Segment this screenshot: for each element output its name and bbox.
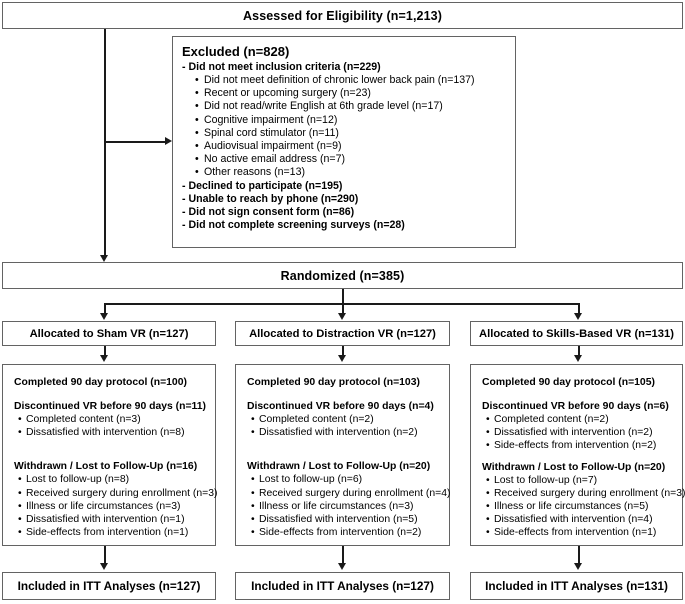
arrowhead-randomized-to-arm-3 — [574, 313, 582, 320]
excluded-box: Excluded (n=828) - Did not meet inclusio… — [172, 36, 516, 248]
assessed-for-eligibility-box: Assessed for Eligibility (n=1,213) — [2, 2, 683, 29]
randomized-box: Randomized (n=385) — [2, 262, 683, 289]
connector-assessed-to-excluded — [105, 141, 165, 143]
connector-allocation-to-followup-3 — [578, 346, 580, 358]
discontinued-item: Dissatisfied with intervention (n=8) — [14, 426, 206, 439]
arrowhead-allocation-to-followup-2 — [338, 355, 346, 362]
allocation-box-distraction-vr: Allocated to Distraction VR (n=127) — [235, 321, 450, 346]
withdrawn-item: Dissatisfied with intervention (n=1) — [14, 513, 206, 526]
arrowhead-followup-to-itt-3 — [574, 563, 582, 570]
arrowhead-assessed-to-excluded — [165, 137, 172, 145]
withdrawn-item: Illness or life circumstances (n=3) — [14, 500, 206, 513]
withdrawn-heading: Withdrawn / Lost to Follow-Up (n=20) — [482, 461, 666, 473]
followup-content: Completed 90 day protocol (n=105) Discon… — [471, 365, 685, 546]
allocation-label: Allocated to Distraction VR (n=127) — [249, 327, 436, 340]
itt-box-skills-based-vr: Included in ITT Analyses (n=131) — [470, 572, 683, 600]
excluded-heading: Excluded (n=828) — [182, 44, 290, 59]
spacer — [482, 389, 673, 400]
excluded-reason-item: Spinal cord stimulator (n=11) — [182, 127, 506, 140]
arrowhead-randomized-to-arm-1 — [100, 313, 108, 320]
withdrawn-item: Side-effects from intervention (n=2) — [247, 526, 440, 539]
excluded-reason-item: No active email address (n=7) — [182, 153, 506, 166]
connector-followup-to-itt-2 — [342, 546, 344, 566]
followup-content: Completed 90 day protocol (n=100) Discon… — [3, 365, 217, 545]
itt-box-sham-vr: Included in ITT Analyses (n=127) — [2, 572, 216, 600]
excluded-group-label: - Declined to participate (n=195) — [182, 179, 343, 192]
arrowhead-randomized-to-arm-2 — [338, 313, 346, 320]
connector-randomized-to-arm-3 — [578, 303, 580, 315]
excluded-reason-item: Did not read/write English at 6th grade … — [182, 100, 506, 113]
spacer — [482, 453, 673, 461]
arrowhead-allocation-to-followup-1 — [100, 355, 108, 362]
followup-content: Completed 90 day protocol (n=103) Discon… — [236, 365, 450, 545]
allocation-label: Allocated to Skills-Based VR (n=131) — [479, 327, 674, 340]
discontinued-item: Completed content (n=2) — [482, 413, 673, 426]
withdrawn-item: Side-effects from intervention (n=1) — [14, 526, 206, 539]
connector-assessed-to-randomized — [104, 29, 106, 258]
excluded-group-label: - Did not sign consent form (n=86) — [182, 205, 355, 218]
randomized-label: Randomized (n=385) — [280, 268, 405, 283]
connector-randomized-to-arm-1 — [104, 303, 106, 315]
excluded-group-label: - Did not meet inclusion criteria (n=229… — [182, 61, 381, 73]
excluded-group-label: - Did not complete screening surveys (n=… — [182, 218, 405, 231]
discontinued-heading: Discontinued VR before 90 days (n=4) — [247, 401, 434, 412]
withdrawn-item: Illness or life circumstances (n=3) — [247, 500, 440, 513]
excluded-reason-item: Recent or upcoming surgery (n=23) — [182, 87, 506, 100]
connector-followup-to-itt-1 — [104, 546, 106, 566]
discontinued-item: Side-effects from intervention (n=2) — [482, 439, 673, 452]
excluded-reason-item: Audiovisual impairment (n=9) — [182, 140, 506, 153]
excluded-reason-item: Did not meet definition of chronic lower… — [182, 74, 506, 87]
followup-box-distraction-vr: Completed 90 day protocol (n=103) Discon… — [235, 364, 450, 546]
itt-label: Included in ITT Analyses (n=127) — [251, 579, 434, 593]
withdrawn-item: Received surgery during enrollment (n=3) — [482, 487, 685, 500]
completed-protocol-label: Completed 90 day protocol (n=105) — [482, 377, 655, 388]
withdrawn-item: Dissatisfied with intervention (n=5) — [247, 513, 440, 526]
spacer — [14, 439, 206, 460]
connector-followup-to-itt-3 — [578, 546, 580, 566]
spacer — [247, 439, 440, 460]
discontinued-item: Dissatisfied with intervention (n=2) — [247, 426, 440, 439]
assessed-for-eligibility-label: Assessed for Eligibility (n=1,213) — [243, 8, 442, 23]
connector-randomized-to-arm-2 — [342, 303, 344, 315]
excluded-group-label: - Unable to reach by phone (n=290) — [182, 192, 359, 205]
withdrawn-item: Received surgery during enrollment (n=4) — [247, 487, 450, 500]
withdrawn-item: Lost to follow-up (n=8) — [14, 473, 206, 486]
discontinued-item: Completed content (n=2) — [247, 413, 440, 426]
discontinued-heading: Discontinued VR before 90 days (n=6) — [482, 401, 669, 412]
allocation-box-skills-based-vr: Allocated to Skills-Based VR (n=131) — [470, 321, 683, 346]
withdrawn-item: Illness or life circumstances (n=5) — [482, 500, 673, 513]
withdrawn-heading: Withdrawn / Lost to Follow-Up (n=16) — [14, 461, 198, 473]
arrowhead-assessed-to-randomized — [100, 255, 108, 262]
allocation-label: Allocated to Sham VR (n=127) — [29, 327, 189, 340]
spacer — [14, 389, 206, 400]
itt-label: Included in ITT Analyses (n=131) — [485, 579, 668, 593]
connector-allocation-to-followup-2 — [342, 346, 344, 358]
completed-protocol-label: Completed 90 day protocol (n=100) — [14, 377, 187, 388]
withdrawn-item: Side-effects from intervention (n=1) — [482, 526, 673, 539]
itt-label: Included in ITT Analyses (n=127) — [17, 579, 201, 593]
connector-allocation-to-followup-1 — [104, 346, 106, 358]
itt-box-distraction-vr: Included in ITT Analyses (n=127) — [235, 572, 450, 600]
discontinued-item: Dissatisfied with intervention (n=2) — [482, 426, 673, 439]
arrowhead-followup-to-itt-2 — [338, 563, 346, 570]
arrowhead-allocation-to-followup-3 — [574, 355, 582, 362]
excluded-reason-item: Other reasons (n=13) — [182, 166, 506, 179]
excluded-reason-item: Cognitive impairment (n=12) — [182, 114, 506, 127]
excluded-content: Excluded (n=828) - Did not meet inclusio… — [173, 37, 515, 238]
connector-randomized-trunk — [342, 289, 344, 304]
arrowhead-followup-to-itt-1 — [100, 563, 108, 570]
withdrawn-item: Lost to follow-up (n=7) — [482, 474, 673, 487]
followup-box-sham-vr: Completed 90 day protocol (n=100) Discon… — [2, 364, 217, 546]
discontinued-heading: Discontinued VR before 90 days (n=11) — [14, 401, 206, 412]
followup-box-skills-based-vr: Completed 90 day protocol (n=105) Discon… — [470, 364, 685, 546]
spacer — [247, 389, 440, 400]
completed-protocol-label: Completed 90 day protocol (n=103) — [247, 377, 420, 388]
allocation-box-sham-vr: Allocated to Sham VR (n=127) — [2, 321, 216, 346]
discontinued-item: Completed content (n=3) — [14, 413, 206, 426]
withdrawn-item: Dissatisfied with intervention (n=4) — [482, 513, 673, 526]
withdrawn-item: Received surgery during enrollment (n=3) — [14, 487, 217, 500]
withdrawn-heading: Withdrawn / Lost to Follow-Up (n=20) — [247, 461, 431, 473]
withdrawn-item: Lost to follow-up (n=6) — [247, 473, 440, 486]
